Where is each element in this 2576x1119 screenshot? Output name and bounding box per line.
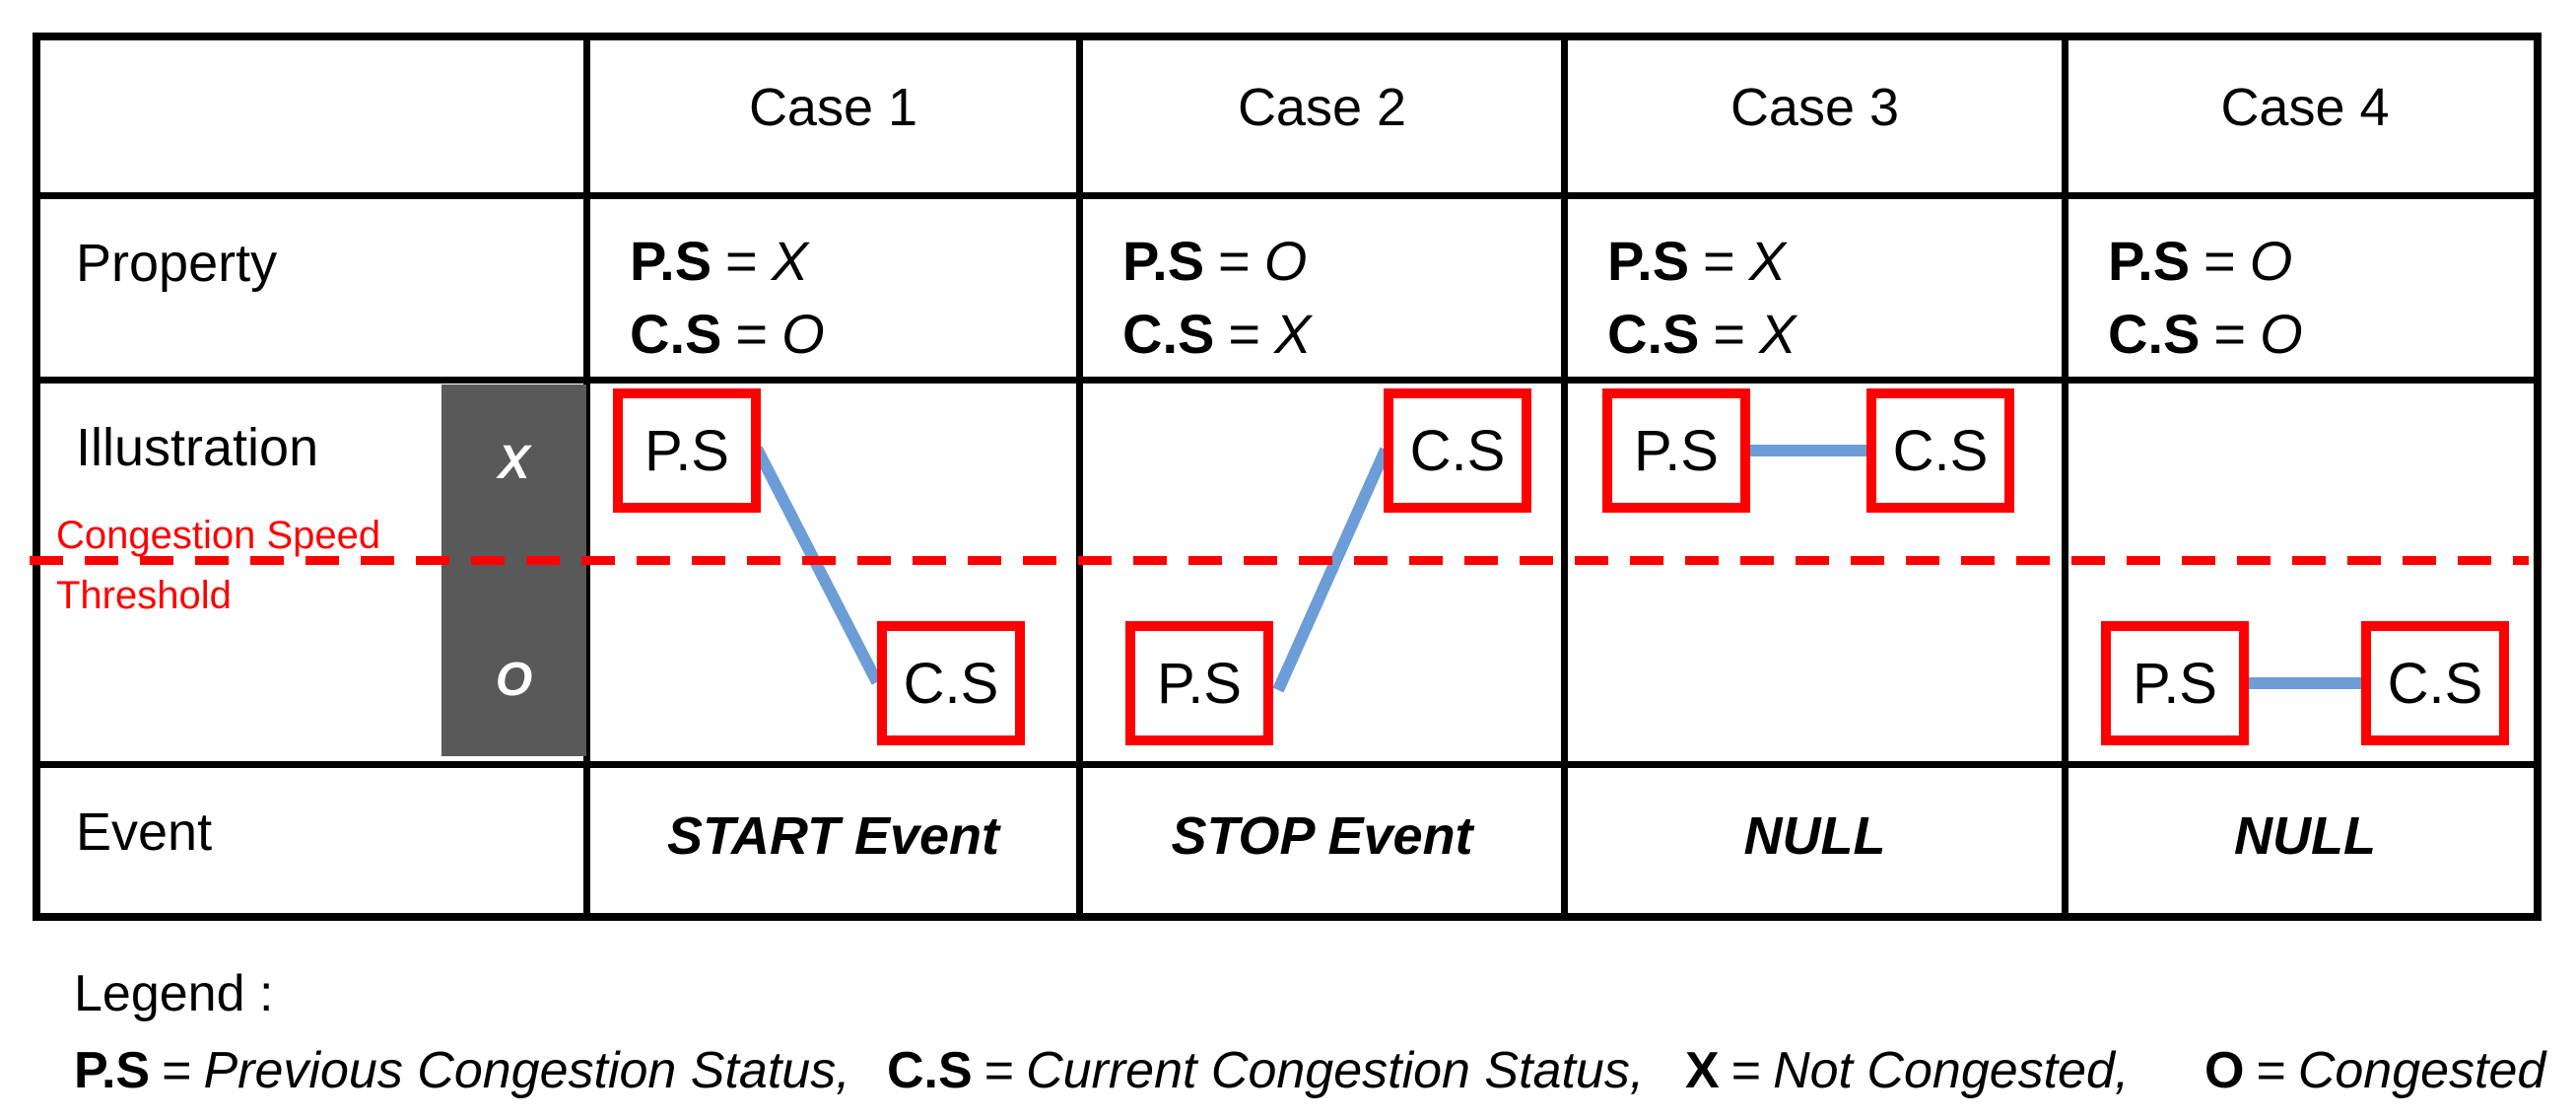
legend-item-cs: C.S=Current Congestion Status,: [887, 1042, 1645, 1099]
cs-box-case-1: C.S: [877, 621, 1025, 745]
property-line-ps: P.S=X: [630, 230, 809, 292]
event-cell-case-3: NULL: [1561, 761, 2062, 913]
cases-table: Case 1 Case 2 Case 3 Case 4 Property P.S…: [33, 33, 2542, 921]
illustration-cell-case-1: [583, 377, 1076, 761]
property-cell-case-1: P.S=X C.S=O: [583, 192, 1076, 377]
header-case-3: Case 3: [1561, 40, 2062, 192]
header-case-2: Case 2: [1076, 40, 1561, 192]
event-cell-case-2: STOP Event: [1076, 761, 1561, 913]
cs-box-case-4: C.S: [2361, 621, 2509, 745]
illustration-cell-case-4: [2062, 377, 2542, 761]
ps-box-case-2: P.S: [1125, 621, 1273, 745]
cs-box-case-3: C.S: [1866, 388, 2014, 513]
header-case-1: Case 1: [583, 40, 1076, 192]
legend-item-x: X=Not Congested,: [1685, 1042, 2130, 1099]
cs-box-case-2: C.S: [1384, 388, 1531, 513]
ps-box-case-3: P.S: [1602, 388, 1750, 513]
property-line-ps: P.S=O: [1122, 230, 1308, 292]
row-label-event: Event: [40, 761, 583, 913]
axis-label-not-congested: X: [498, 437, 530, 489]
property-line-cs: C.S=X: [1122, 303, 1312, 365]
property-cell-case-4: P.S=O C.S=O: [2062, 192, 2542, 377]
property-cell-case-3: P.S=X C.S=X: [1561, 192, 2062, 377]
ps-box-case-1: P.S: [613, 388, 761, 513]
property-cell-case-2: P.S=O C.S=X: [1076, 192, 1561, 377]
threshold-label-line1: Congestion Speed: [56, 514, 381, 557]
axis-label-congested: O: [495, 654, 533, 706]
illustration-cell-case-2: [1076, 377, 1561, 761]
property-line-cs: C.S=O: [2108, 303, 2303, 365]
event-cell-case-4: NULL: [2062, 761, 2542, 913]
legend-title: Legend :: [74, 965, 274, 1022]
row-label-illustration: Illustration: [40, 377, 583, 761]
threshold-dashed-line: [30, 556, 2529, 565]
corner-cell: [40, 40, 583, 192]
property-line-ps: P.S=X: [1607, 230, 1787, 292]
ps-box-case-4: P.S: [2101, 621, 2249, 745]
event-cell-case-1: START Event: [583, 761, 1076, 913]
speed-axis-strip: X O: [441, 385, 586, 756]
illustration-cell-case-3: [1561, 377, 2062, 761]
property-line-cs: C.S=O: [630, 303, 825, 365]
row-label-property: Property: [40, 192, 583, 377]
threshold-label-line2: Threshold: [56, 574, 232, 617]
property-line-cs: C.S=X: [1607, 303, 1796, 365]
legend-item-o: O=Congested: [2204, 1042, 2546, 1099]
legend-item-ps: P.S=Previous Congestion Status,: [74, 1042, 850, 1099]
property-line-ps: P.S=O: [2108, 230, 2293, 292]
header-case-4: Case 4: [2062, 40, 2542, 192]
